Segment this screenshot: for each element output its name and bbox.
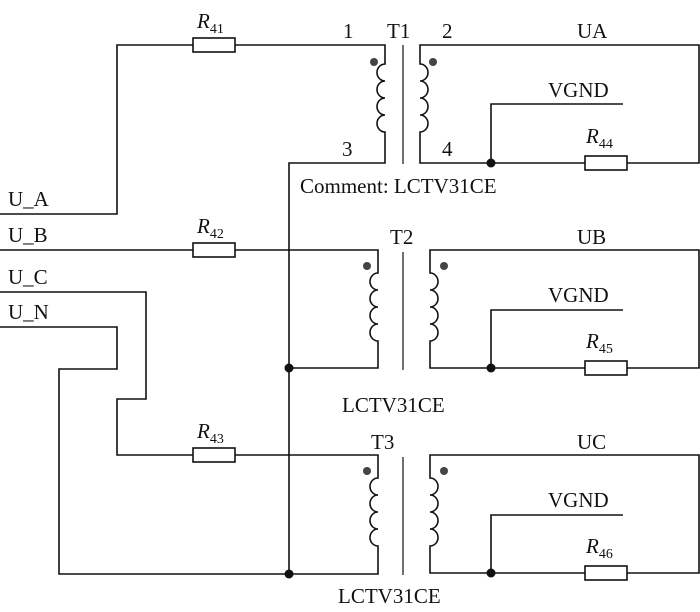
secondary-winding <box>429 262 439 352</box>
resistor-label-r41: R41 <box>196 9 224 37</box>
transformer-comment-t3: LCTV31CE <box>338 584 441 608</box>
primary-winding <box>369 262 379 352</box>
polarity-dot <box>363 262 371 270</box>
junction-node <box>486 568 496 578</box>
polarity-dot <box>363 467 371 475</box>
input-label-u-b: U_B <box>8 223 48 247</box>
primary-winding <box>376 53 386 145</box>
input-u-a-line <box>0 37 386 215</box>
secondary-winding <box>429 467 439 557</box>
junction-node <box>284 363 294 373</box>
secondary-winding <box>419 53 429 145</box>
pin-label-1: 1 <box>343 19 354 43</box>
input-u-c-line <box>0 291 379 467</box>
primary-winding <box>369 467 379 557</box>
polarity-dot <box>370 58 378 66</box>
resistor-r45 <box>584 360 628 376</box>
pin-label-2: 2 <box>442 19 453 43</box>
ground-label-vgnd: VGND <box>548 78 609 102</box>
ground-label-vgnd: VGND <box>548 283 609 307</box>
polarity-dot <box>440 262 448 270</box>
resistor-label-r42: R42 <box>196 214 224 242</box>
resistor-label-r46: R46 <box>585 534 613 562</box>
junction-node <box>486 158 496 168</box>
transformer-name-t2: T2 <box>390 225 413 249</box>
junction-node <box>486 363 496 373</box>
input-u-n-line <box>0 326 289 575</box>
output-label-uc: UC <box>577 430 606 454</box>
junction-node <box>284 569 294 579</box>
output-label-ua: UA <box>577 19 608 43</box>
resistor-label-r43: R43 <box>196 419 224 447</box>
transformer-t2 <box>363 249 700 376</box>
polarity-dot <box>429 58 437 66</box>
resistor-r46 <box>584 565 628 581</box>
transformer-comment-t2: LCTV31CE <box>342 393 445 417</box>
transformer-t1 <box>370 44 700 171</box>
input-label-u-c: U_C <box>8 265 48 289</box>
resistor-r41 <box>192 37 236 53</box>
pin-label-3: 3 <box>342 137 353 161</box>
pin-label-4: 4 <box>442 137 453 161</box>
resistor-r44 <box>584 155 628 171</box>
resistor-r43 <box>192 447 236 463</box>
transformer-name-t1: T1 <box>387 19 410 43</box>
transformer-name-t3: T3 <box>371 430 394 454</box>
output-label-ub: UB <box>577 225 606 249</box>
common-return-bus <box>284 145 386 579</box>
resistor-r42 <box>192 242 236 258</box>
polarity-dot <box>440 467 448 475</box>
transformer-t3 <box>363 454 700 581</box>
input-u-b-line <box>0 242 379 262</box>
transformer-comment-t1: Comment: LCTV31CE <box>300 174 497 198</box>
ground-label-vgnd: VGND <box>548 488 609 512</box>
resistor-label-r44: R44 <box>585 124 613 152</box>
input-label-u-n: U_N <box>8 300 49 324</box>
input-label-u-a: U_A <box>8 187 50 211</box>
resistor-label-r45: R45 <box>585 329 613 357</box>
